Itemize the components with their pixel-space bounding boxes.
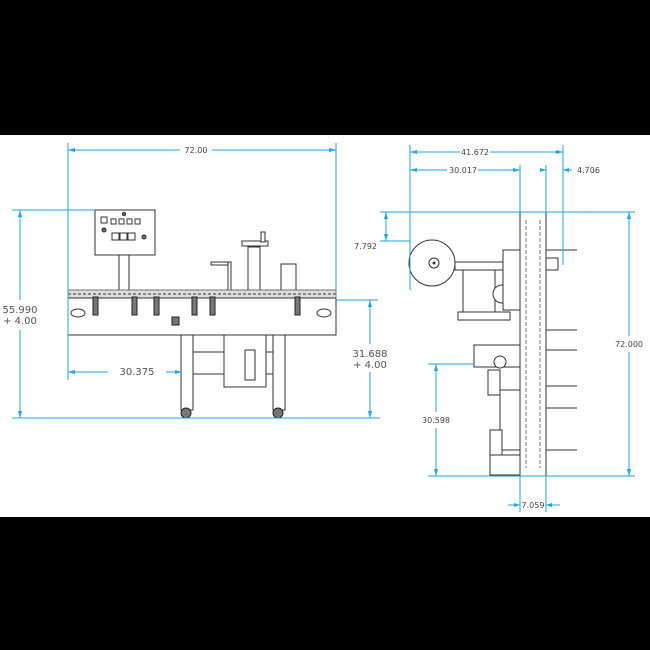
motor-side <box>487 369 501 396</box>
control-buttons <box>100 212 147 241</box>
caster-right <box>272 407 284 419</box>
dim-conveyor-height-adj: + 4.00 <box>353 360 387 371</box>
leg-left <box>180 334 194 411</box>
dim-front-height-adj: + 4.00 <box>3 316 37 327</box>
leg-right <box>272 334 286 411</box>
dim-front-width: 72.00 <box>185 146 208 155</box>
drive-box <box>499 389 521 451</box>
motor <box>171 316 180 326</box>
dim-front-height: 55.990 <box>3 305 38 316</box>
dim-right-offset: 4.706 <box>577 166 600 175</box>
guide-brackets <box>92 296 301 316</box>
drive-pulley-left <box>70 308 86 318</box>
dim-lower-offset: 30.598 <box>422 416 450 425</box>
caster-left <box>180 407 192 419</box>
dim-depth-to-conveyor: 30.017 <box>449 166 477 175</box>
applicator-body <box>462 269 496 313</box>
dim-side-depth: 41.672 <box>461 148 489 157</box>
dimensions: 72.00 55.990 + 4.00 30.375 31.688 + 4.00… <box>3 143 643 512</box>
dim-side-length: 72.000 <box>615 340 643 349</box>
side-view-machine <box>408 211 577 477</box>
applicator-handwheel <box>241 240 269 247</box>
applicator-arm <box>454 261 511 271</box>
dim-top-offset: 7.792 <box>354 242 377 251</box>
dim-conveyor-height: 31.688 <box>353 349 388 360</box>
guide-posts <box>546 249 577 451</box>
front-view-machine <box>67 209 337 419</box>
applicator-column <box>247 246 261 293</box>
dim-leg-offset: 30.375 <box>120 367 155 378</box>
panel-post <box>118 254 130 293</box>
conveyor-top-view <box>519 211 547 477</box>
label-head <box>280 263 297 293</box>
drive-pulley-right <box>316 308 332 318</box>
conveyor-bed <box>67 297 337 336</box>
dim-conveyor-width: 7.059 <box>522 501 545 510</box>
